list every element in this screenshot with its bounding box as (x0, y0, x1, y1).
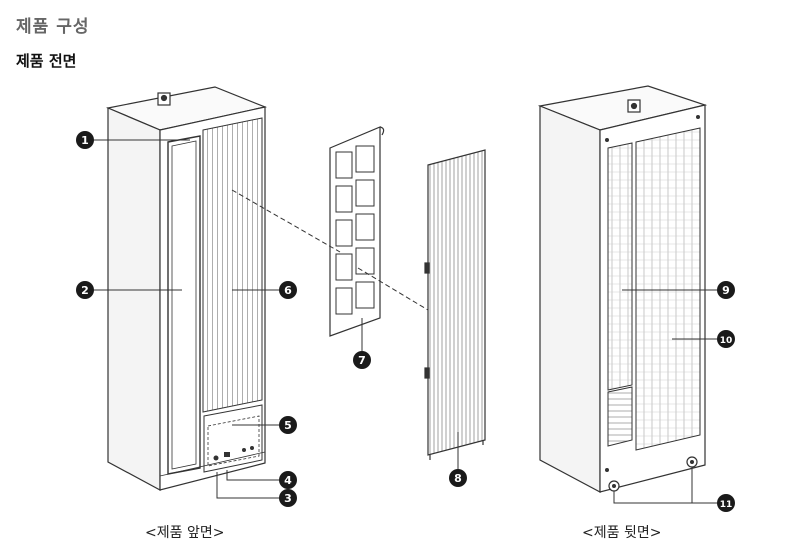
svg-text:11: 11 (720, 500, 733, 510)
callout-3: 3 (279, 489, 297, 507)
alignment-lines (231, 189, 429, 311)
callout-5: 5 (279, 416, 297, 434)
svg-text:6: 6 (284, 284, 292, 297)
pleated-filter (424, 149, 486, 460)
svg-text:10: 10 (720, 336, 733, 346)
callout-2: 2 (76, 281, 94, 299)
callout-10: 10 (717, 330, 735, 348)
svg-text:2: 2 (81, 284, 89, 297)
svg-text:1: 1 (81, 134, 89, 147)
callout-8: 8 (449, 469, 467, 487)
callout-11: 11 (717, 494, 735, 512)
svg-text:3: 3 (284, 492, 292, 505)
callout-1: 1 (76, 131, 94, 149)
callout-4: 4 (279, 471, 297, 489)
svg-text:9: 9 (722, 284, 730, 297)
front-view-caption: <제품 앞면> (145, 525, 225, 541)
front-unit (105, 86, 268, 492)
svg-text:4: 4 (284, 474, 292, 487)
back-view-caption: <제품 뒷면> (582, 525, 662, 541)
back-unit (537, 85, 708, 493)
section-subtitle: 제품 전면 (16, 52, 77, 70)
leader-lines (93, 139, 718, 504)
filter-frame (329, 126, 385, 337)
callout-7: 7 (353, 351, 371, 369)
svg-text:7: 7 (358, 354, 366, 367)
svg-text:5: 5 (284, 419, 292, 432)
callout-markers: 1 2 3 4 5 6 7 8 9 10 11 (76, 131, 735, 512)
page-title: 제품 구성 (16, 17, 90, 37)
callout-9: 9 (717, 281, 735, 299)
svg-text:8: 8 (454, 472, 462, 485)
callout-6: 6 (279, 281, 297, 299)
